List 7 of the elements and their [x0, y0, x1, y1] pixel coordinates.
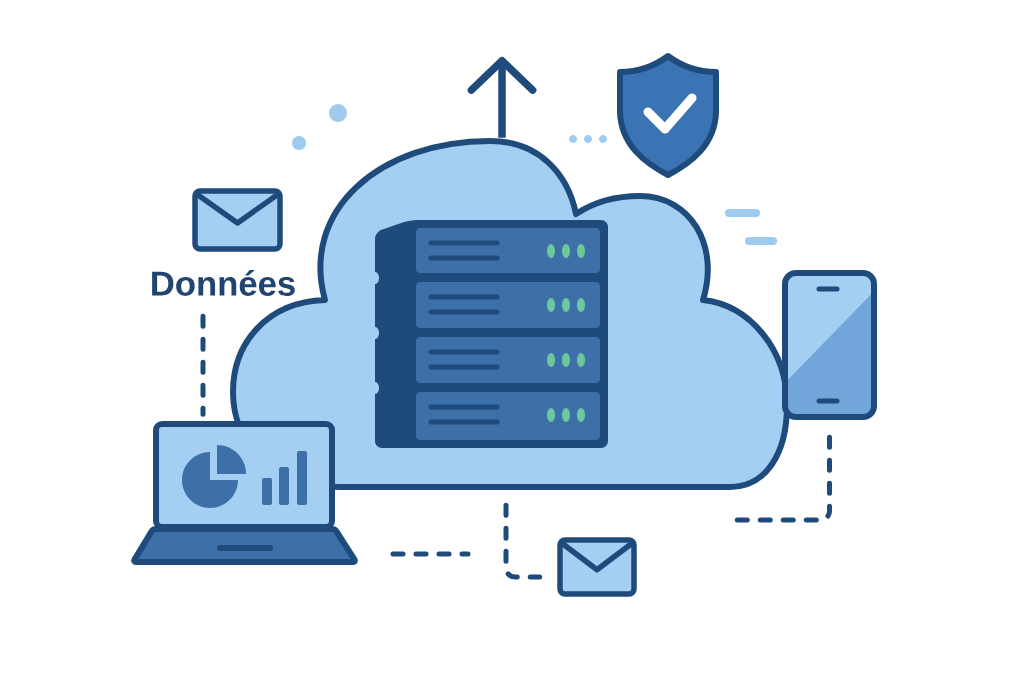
laptop [131, 421, 358, 565]
dashed-line [503, 502, 543, 580]
dashed-line [734, 434, 832, 523]
smartphone [782, 270, 877, 420]
envelope-icon [557, 537, 637, 597]
dashed-line [200, 313, 206, 417]
text-label: Données [152, 270, 295, 296]
